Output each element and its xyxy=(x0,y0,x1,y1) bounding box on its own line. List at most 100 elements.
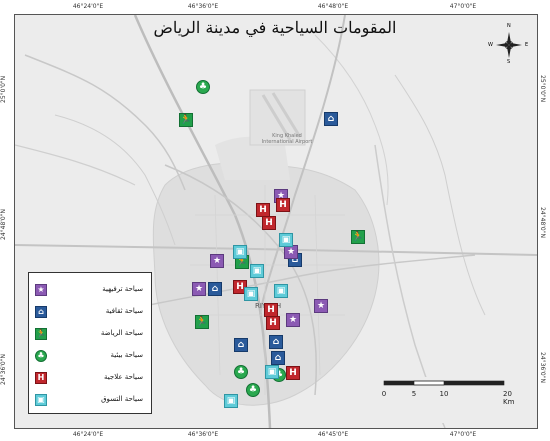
cultural-site-marker[interactable]: ⌂ xyxy=(234,338,248,352)
runner-icon: 🏃 xyxy=(236,256,248,267)
bag-icon: ▣ xyxy=(252,265,262,276)
tree-icon: ♣ xyxy=(236,366,246,377)
medical-site-marker[interactable]: H xyxy=(262,216,276,230)
tree-icon: ♣ xyxy=(248,384,258,395)
runner-icon: 🏃 xyxy=(180,114,192,125)
shopping-site-marker[interactable]: ▣ xyxy=(244,287,258,301)
runner-icon: 🏃 xyxy=(196,316,208,327)
museum-icon: ⌂ xyxy=(274,352,282,363)
entertainment-site-marker[interactable]: ★ xyxy=(192,282,206,296)
cultural-site-marker[interactable]: ⌂ xyxy=(324,112,338,126)
museum-icon: ⌂ xyxy=(237,339,245,350)
left-tick-2: 24°48'0"N xyxy=(0,209,7,240)
scale-label-5: 5 xyxy=(411,390,417,398)
compass-w: W xyxy=(488,42,493,48)
medical-site-marker[interactable]: H xyxy=(286,366,300,380)
tree-legend-icon: ♣ xyxy=(35,350,47,362)
scale-bar: 0 5 10 20 Km xyxy=(380,378,530,410)
entertainment-icon: ★ xyxy=(212,255,222,266)
entertainment-icon: ★ xyxy=(194,283,204,294)
sports-site-marker[interactable]: 🏃 xyxy=(195,315,209,329)
medical-site-marker[interactable]: H xyxy=(266,316,280,330)
shopping-site-marker[interactable]: ▣ xyxy=(274,284,288,298)
entertainment-icon: ★ xyxy=(288,314,298,325)
map-legend: ★ سياحة ترفيهية ⌂ سياحة ثقافية 🏃 سياحة ا… xyxy=(28,272,152,414)
legend-label-medical: سياحة علاجية xyxy=(104,373,143,381)
compass-e: E xyxy=(525,42,529,48)
shopping-site-marker[interactable]: ▣ xyxy=(250,264,264,278)
legend-row-medical: H سياحة علاجية xyxy=(29,369,153,389)
medical-site-marker[interactable]: H xyxy=(276,198,290,212)
scale-label-20: 20 Km xyxy=(503,390,515,406)
hospital-legend-icon: H xyxy=(35,372,47,384)
top-tick-2: 46°36'0"E xyxy=(187,3,219,10)
sports-site-marker[interactable]: 🏃 xyxy=(351,230,365,244)
entertainment-site-marker[interactable]: ★ xyxy=(314,299,328,313)
legend-label-sports: سياحة الرياضة xyxy=(100,329,143,337)
left-tick-3: 24°36'0"N xyxy=(0,354,7,385)
legend-row-entertainment: ★ سياحة ترفيهية xyxy=(29,281,153,301)
bag-icon: ▣ xyxy=(235,246,245,257)
cultural-site-marker[interactable]: ⌂ xyxy=(269,335,283,349)
shopping-site-marker[interactable]: ▣ xyxy=(265,365,279,379)
museum-icon: ⌂ xyxy=(291,254,299,265)
medical-site-marker[interactable]: H xyxy=(264,303,278,317)
shopping-site-marker[interactable]: ▣ xyxy=(279,233,293,247)
top-tick-4: 47°0'0"E xyxy=(449,3,477,10)
compass-s: S xyxy=(507,59,511,65)
shopping-site-marker[interactable]: ▣ xyxy=(233,245,247,259)
compass-n: N xyxy=(507,23,511,29)
bag-icon: ▣ xyxy=(276,285,286,296)
bag-icon: ▣ xyxy=(281,234,291,245)
legend-row-environmental: ♣ سياحة بيئية xyxy=(29,347,153,367)
entertainment-site-marker[interactable]: ★ xyxy=(210,254,224,268)
legend-label-shopping: سياحة التسوق xyxy=(101,395,143,403)
cultural-site-marker[interactable]: ⌂ xyxy=(208,282,222,296)
entertainment-site-marker[interactable]: ★ xyxy=(284,245,298,259)
entertainment-site-marker[interactable]: ★ xyxy=(286,313,300,327)
tree-icon: ♣ xyxy=(198,81,208,92)
environmental-site-marker[interactable]: ♣ xyxy=(196,80,210,94)
medical-site-marker[interactable]: H xyxy=(256,203,270,217)
bottom-tick-2: 46°36'0"E xyxy=(187,431,219,438)
right-tick-1: 25°0'0"N xyxy=(539,75,546,103)
compass-rose-icon: N S W E xyxy=(488,23,528,65)
place-label-airport: King Khaled International Airport xyxy=(261,133,313,145)
entertainment-icon: ★ xyxy=(286,246,296,257)
cultural-site-marker[interactable]: ⌂ xyxy=(271,351,285,365)
legend-row-cultural: ⌂ سياحة ثقافية xyxy=(29,303,153,323)
scale-label-0: 0 xyxy=(381,390,387,398)
legend-row-sports: 🏃 سياحة الرياضة xyxy=(29,325,153,345)
museum-legend-icon: ⌂ xyxy=(35,306,47,318)
top-tick-1: 46°24'0"E xyxy=(72,3,104,10)
map-title: المقومات السياحية في مدينة الرياض xyxy=(153,18,397,37)
bag-icon: ▣ xyxy=(267,366,277,377)
left-tick-1: 25°0'0"N xyxy=(0,75,7,103)
bottom-tick-4: 47°0'0"E xyxy=(449,431,477,438)
legend-label-cultural: سياحة ثقافية xyxy=(105,307,143,315)
sports-site-marker[interactable]: 🏃 xyxy=(179,113,193,127)
top-tick-3: 46°48'0"E xyxy=(317,3,349,10)
museum-icon: ⌂ xyxy=(327,113,335,124)
scale-label-10: 10 xyxy=(439,390,449,398)
environmental-site-marker[interactable]: ♣ xyxy=(234,365,248,379)
museum-icon: ⌂ xyxy=(272,336,280,347)
environmental-site-marker[interactable]: ♣ xyxy=(246,383,260,397)
legend-label-environmental: سياحة بيئية xyxy=(110,351,143,359)
right-tick-2: 24°48'0"N xyxy=(539,207,546,238)
bag-icon: ▣ xyxy=(246,288,256,299)
bag-icon: ▣ xyxy=(226,395,236,406)
bottom-tick-3: 46°45'0"E xyxy=(317,431,349,438)
museum-icon: ⌂ xyxy=(211,283,219,294)
bag-legend-icon: ▣ xyxy=(35,394,47,406)
entertainment-legend-icon: ★ xyxy=(35,284,47,296)
entertainment-icon: ★ xyxy=(276,190,286,201)
entertainment-icon: ★ xyxy=(316,300,326,311)
runner-legend-icon: 🏃 xyxy=(35,328,47,340)
right-tick-3: 24°36'0"N xyxy=(539,352,546,383)
runner-icon: 🏃 xyxy=(352,231,364,242)
shopping-site-marker[interactable]: ▣ xyxy=(224,394,238,408)
bottom-tick-1: 46°24'0"E xyxy=(72,431,104,438)
legend-label-entertainment: سياحة ترفيهية xyxy=(102,285,143,293)
